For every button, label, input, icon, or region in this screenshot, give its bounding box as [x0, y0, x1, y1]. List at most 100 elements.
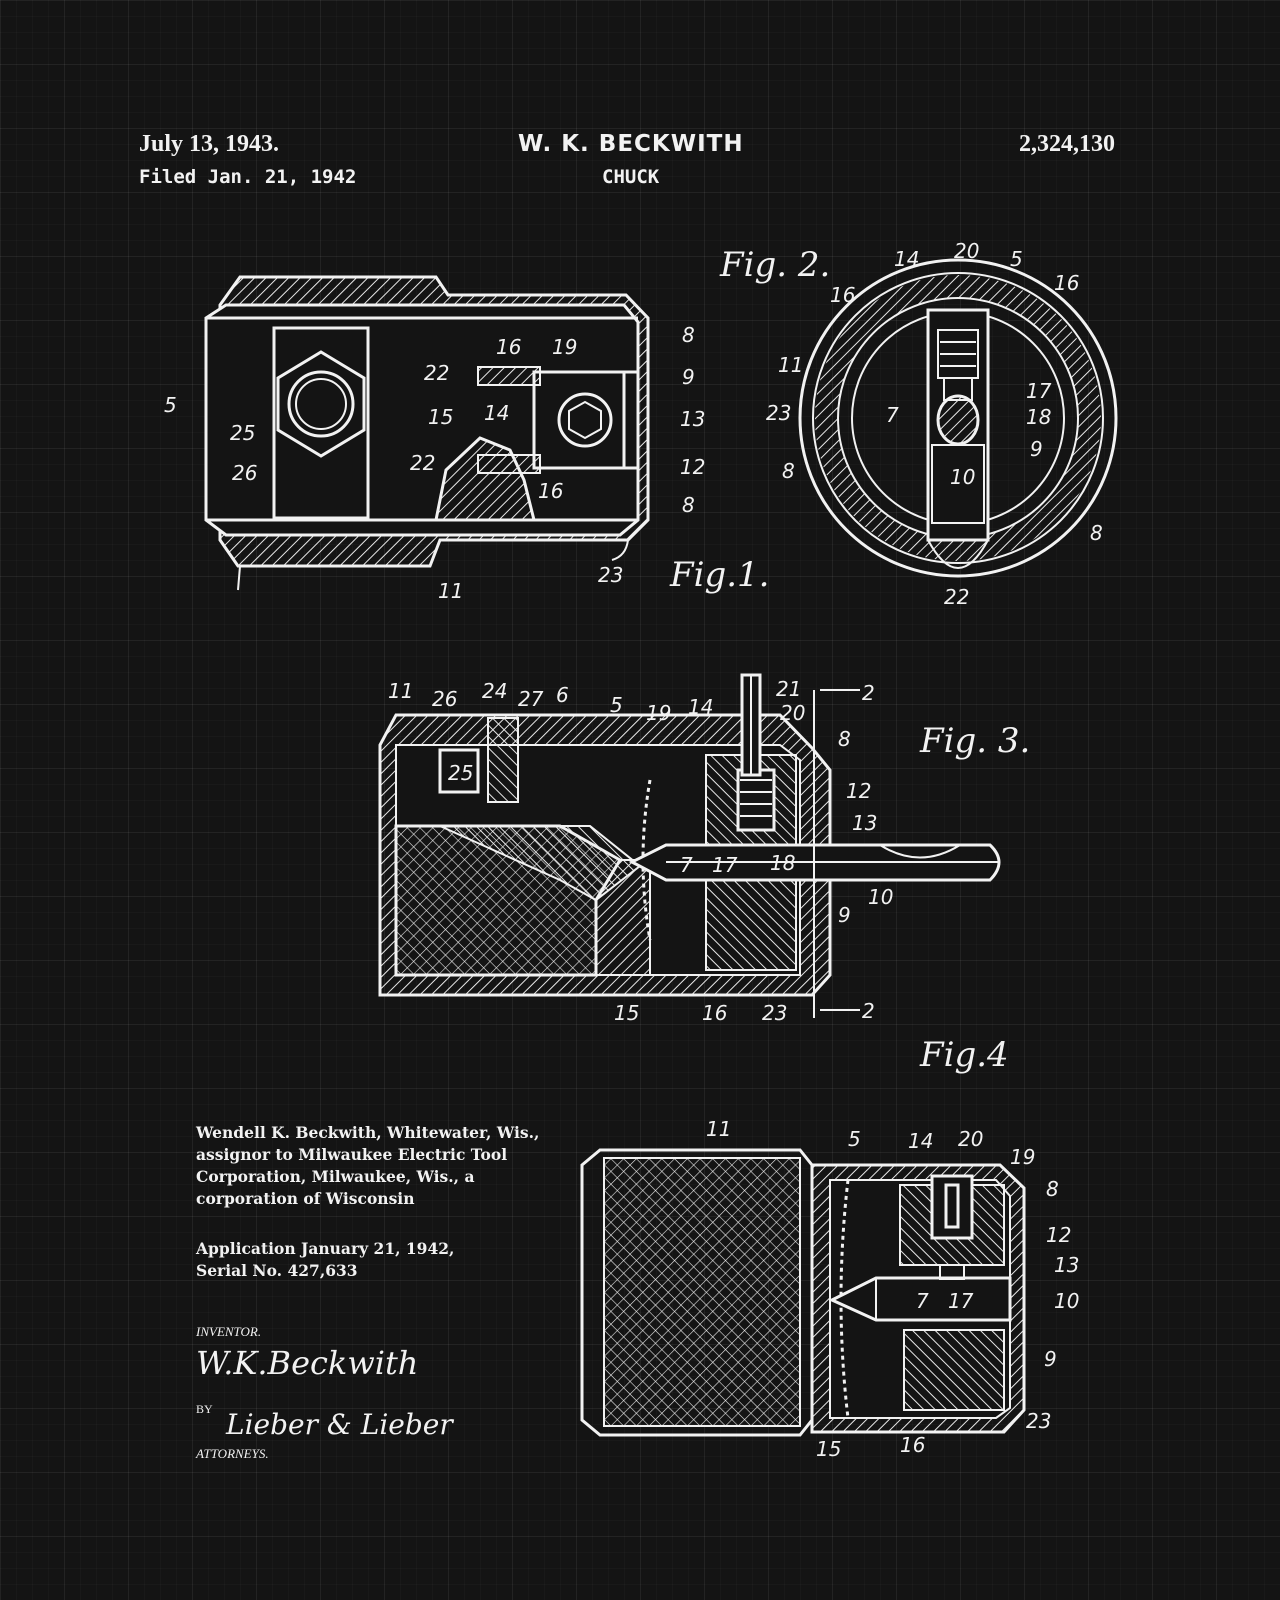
- ref-numeral: 17: [1026, 379, 1052, 403]
- ref-numeral: 26: [432, 687, 457, 711]
- ref-numeral: 20: [954, 239, 979, 263]
- ref-numeral: 7: [916, 1289, 929, 1313]
- fig3-labels: 11 26 24 27 6 5 19 14 21 20 2 2 8 12 13 …: [388, 677, 893, 1025]
- ref-numeral: 8: [1090, 521, 1103, 545]
- ref-numeral: 15: [816, 1437, 841, 1461]
- inventor-signature: W.K.Beckwith: [196, 1344, 419, 1382]
- ref-numeral: 18: [770, 851, 795, 875]
- ref-numeral: 22: [410, 451, 435, 475]
- ref-numeral: 16: [496, 335, 521, 359]
- assignee-block: Wendell K. Beckwith, Whitewater, Wis., a…: [196, 1122, 539, 1210]
- ref-numeral: 2: [862, 681, 875, 705]
- inventor-heading: W. K. BECKWITH: [518, 131, 744, 157]
- fig1-labels: 5 25 26 22 22 15 16 16 19 14 8 8 9 13 12…: [164, 323, 705, 603]
- patent-number: 2,324,130: [1019, 131, 1115, 157]
- ref-numeral: 11: [388, 679, 413, 703]
- application-block: Application January 21, 1942, Serial No.…: [196, 1238, 454, 1282]
- fig2-drawing: [798, 258, 1118, 578]
- ref-numeral: 23: [1026, 1409, 1051, 1433]
- ref-numeral: 16: [830, 283, 855, 307]
- ref-numeral: 9: [682, 365, 695, 389]
- ref-numeral: 23: [762, 1001, 787, 1025]
- ref-numeral: 10: [950, 465, 975, 489]
- attorney-signature: Lieber & Lieber: [226, 1408, 453, 1441]
- ref-numeral: 20: [958, 1127, 983, 1151]
- ref-numeral: 11: [706, 1117, 731, 1141]
- fig3-drawing: [378, 673, 1001, 1018]
- ref-numeral: 5: [1010, 247, 1023, 271]
- ref-numeral: 9: [1030, 437, 1043, 461]
- assignee-line: Corporation, Milwaukee, Wis., a: [196, 1167, 475, 1186]
- ref-numeral: 16: [1054, 271, 1079, 295]
- ref-numeral: 12: [1046, 1223, 1071, 1247]
- patent-date: July 13, 1943.: [139, 131, 280, 157]
- ref-numeral: 24: [482, 679, 507, 703]
- ref-numeral: 17: [948, 1289, 974, 1313]
- ref-numeral: 14: [908, 1129, 933, 1153]
- ref-numeral: 5: [610, 693, 623, 717]
- attorneys-label: ATTORNEYS.: [196, 1446, 269, 1461]
- fig1-caption: Fig.1.: [669, 555, 769, 595]
- ref-numeral: 5: [164, 393, 177, 417]
- fig4-caption: Fig.4: [919, 1035, 1009, 1075]
- ref-numeral: 12: [846, 779, 871, 803]
- ref-numeral: 9: [1044, 1347, 1057, 1371]
- ref-numeral: 16: [702, 1001, 727, 1025]
- ref-numeral: 14: [894, 247, 919, 271]
- ref-numeral: 12: [680, 455, 705, 479]
- ref-numeral: 22: [424, 361, 449, 385]
- fig1-drawing: [204, 275, 650, 591]
- ref-numeral: 21: [776, 677, 801, 701]
- ref-numeral: 13: [852, 811, 877, 835]
- ref-numeral: 8: [682, 493, 695, 517]
- ref-numeral: 14: [688, 695, 713, 719]
- application-date: Application January 21, 1942,: [196, 1239, 455, 1258]
- ref-numeral: 8: [838, 727, 851, 751]
- ref-numeral: 5: [848, 1127, 861, 1151]
- assignee-line: Wendell K. Beckwith, Whitewater, Wis.,: [196, 1123, 540, 1142]
- ref-numeral: 22: [944, 585, 969, 609]
- ref-numeral: 8: [682, 323, 695, 347]
- ref-numeral: 26: [232, 461, 257, 485]
- ref-numeral: 16: [900, 1433, 925, 1457]
- ref-numeral: 2: [862, 999, 875, 1023]
- ref-numeral: 10: [868, 885, 893, 909]
- ref-numeral: 16: [538, 479, 563, 503]
- ref-numeral: 6: [556, 683, 569, 707]
- ref-numeral: 25: [448, 761, 473, 785]
- ref-numeral: 11: [778, 353, 803, 377]
- ref-numeral: 9: [838, 903, 851, 927]
- ref-numeral: 15: [614, 1001, 639, 1025]
- filed-date: Filed Jan. 21, 1942: [139, 166, 357, 188]
- ref-numeral: 15: [428, 405, 453, 429]
- ref-numeral: 7: [680, 853, 693, 877]
- assignee-line: assignor to Milwaukee Electric Tool: [196, 1145, 508, 1164]
- ref-numeral: 14: [484, 401, 509, 425]
- ref-numeral: 25: [230, 421, 255, 445]
- ref-numeral: 11: [438, 579, 463, 603]
- ref-numeral: 19: [1010, 1145, 1035, 1169]
- ref-numeral: 13: [1054, 1253, 1079, 1277]
- inventor-label: INVENTOR.: [196, 1324, 262, 1339]
- assignee-line: corporation of Wisconsin: [196, 1189, 415, 1208]
- ref-numeral: 10: [1054, 1289, 1079, 1313]
- serial-number: Serial No. 427,633: [196, 1261, 358, 1280]
- ref-numeral: 27: [518, 687, 544, 711]
- patent-title: CHUCK: [602, 166, 660, 188]
- ref-numeral: 19: [552, 335, 577, 359]
- ref-numeral: 18: [1026, 405, 1051, 429]
- ref-numeral: 8: [1046, 1177, 1059, 1201]
- ref-numeral: 13: [680, 407, 705, 431]
- fig2-caption: Fig. 2.: [719, 245, 830, 285]
- by-label: BY: [196, 1402, 213, 1416]
- ref-numeral: 17: [712, 853, 738, 877]
- ref-numeral: 7: [886, 403, 899, 427]
- ref-numeral: 23: [766, 401, 791, 425]
- ref-numeral: 20: [780, 701, 805, 725]
- ref-numeral: 19: [646, 701, 671, 725]
- fig2-labels: 14 20 5 16 16 11 23 7 17 18 9 8 8 10 22: [766, 239, 1103, 609]
- ref-numeral: 23: [598, 563, 623, 587]
- fig3-caption: Fig. 3.: [919, 721, 1030, 761]
- ref-numeral: 8: [782, 459, 795, 483]
